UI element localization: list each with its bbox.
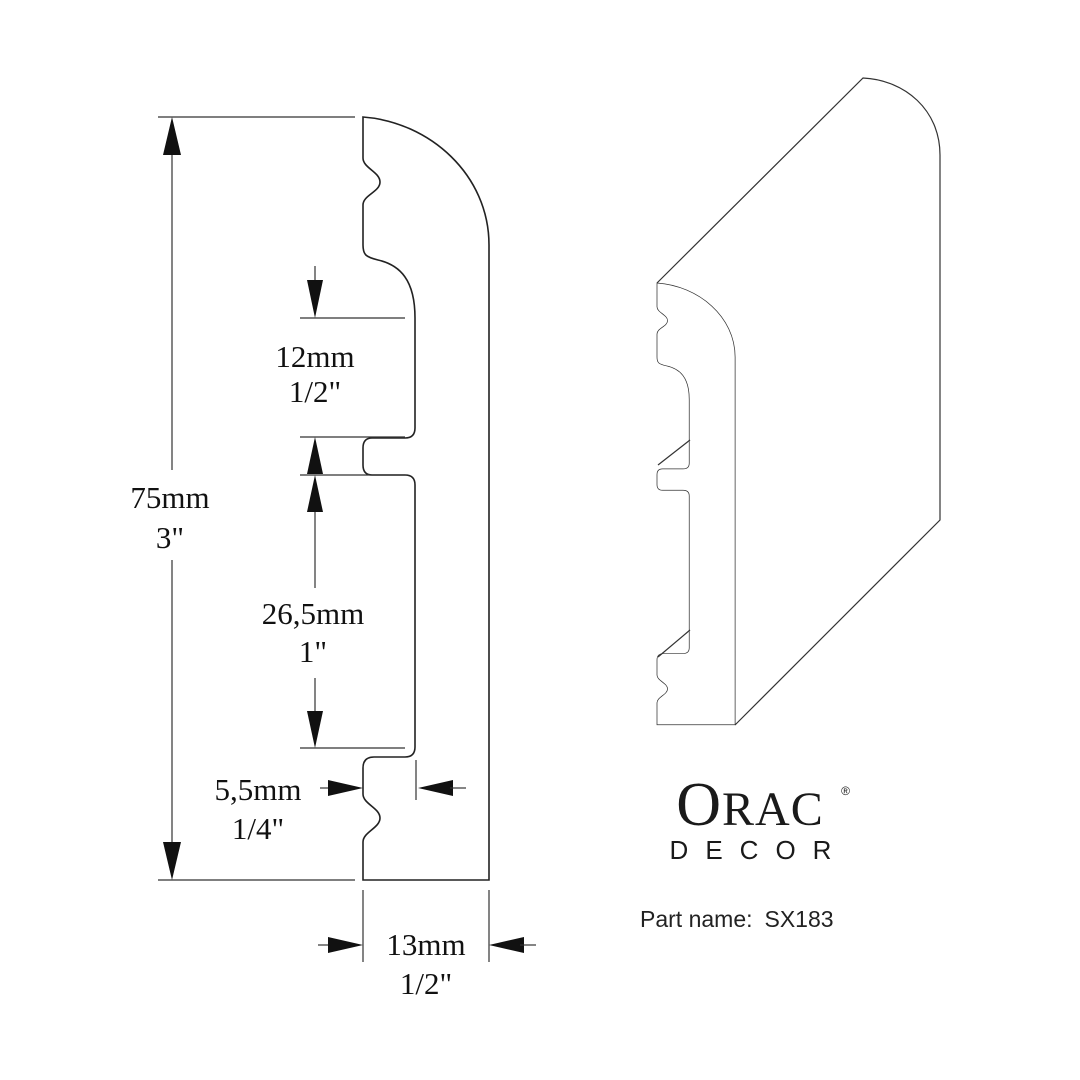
brand-sub: DECOR	[669, 835, 849, 865]
dimension-middle-recess: 26,5mm 1"	[262, 474, 405, 749]
svg-text:13mm: 13mm	[386, 927, 465, 962]
svg-text:75mm: 75mm	[130, 480, 209, 515]
profile-section	[362, 116, 490, 881]
dimension-top-recess: 12mm 1/2"	[275, 266, 405, 474]
registered-mark: ®	[841, 784, 850, 798]
svg-text:1": 1"	[299, 634, 327, 669]
isometric-view	[656, 77, 941, 726]
dimension-recess-depth: 5,5mm 1/4"	[215, 760, 466, 846]
brand-name: ORAC	[676, 771, 824, 839]
svg-text:5,5mm: 5,5mm	[215, 772, 302, 807]
brand-logo: ORAC ® DECOR	[640, 771, 860, 865]
part-name: Part name: SX183	[640, 906, 834, 933]
dimension-thickness: 13mm 1/2"	[318, 890, 536, 1001]
svg-text:12mm: 12mm	[275, 339, 354, 374]
svg-text:3": 3"	[156, 520, 184, 555]
part-name-label: Part name:	[640, 906, 753, 932]
svg-text:1/4": 1/4"	[232, 811, 284, 846]
part-name-value: SX183	[764, 906, 834, 932]
svg-text:1/2": 1/2"	[289, 374, 341, 409]
dimension-height-total: 75mm 3"	[130, 116, 355, 881]
svg-text:1/2": 1/2"	[400, 966, 452, 1001]
svg-text:26,5mm: 26,5mm	[262, 596, 364, 631]
